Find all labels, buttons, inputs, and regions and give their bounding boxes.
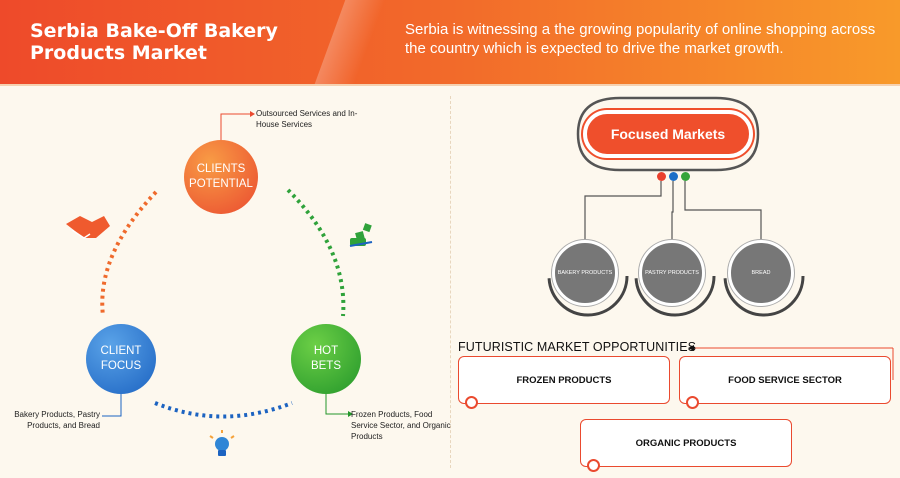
connector-potential xyxy=(220,113,250,140)
arc-orange xyxy=(100,190,158,317)
ring-marker xyxy=(587,459,600,472)
header-rule xyxy=(0,84,900,86)
arc-blue xyxy=(154,401,293,419)
focused-markets-title: Focused Markets xyxy=(583,110,753,158)
clients-potential-note: Outsourced Services and In-House Service… xyxy=(256,109,358,129)
connector-dot-red xyxy=(657,172,666,181)
client-focus-line2: FOCUS xyxy=(100,360,142,372)
client-focus-circle: CLIENT FOCUS xyxy=(86,324,156,394)
connector-dot-blue xyxy=(669,172,678,181)
arc-green xyxy=(286,188,346,317)
header-headline: Serbia is witnessing a the growing popul… xyxy=(405,21,876,57)
ring-marker xyxy=(686,396,699,409)
money-hand-icon xyxy=(349,223,373,247)
connector-focus xyxy=(102,394,122,417)
header-banner: Serbia Bake-Off Bakery Products Market S… xyxy=(0,0,900,84)
focused-frame xyxy=(576,96,760,172)
tree-connectors xyxy=(584,181,762,240)
opportunity-label: FOOD SERVICE SECTOR xyxy=(728,374,842,386)
market-pastry-products: PASTRY PRODUCTS xyxy=(639,240,705,306)
opportunity-organic-products: ORGANIC PRODUCTS xyxy=(580,419,792,472)
hot-bets-circle: HOT BETS xyxy=(291,324,361,394)
hot-bets-note: Frozen Products, Food Service Sector, an… xyxy=(351,410,451,441)
hot-bets-line2: BETS xyxy=(310,360,342,372)
clients-potential-line2: POTENTIAL xyxy=(189,178,253,190)
section-divider xyxy=(450,96,451,468)
hot-bets-line1: HOT xyxy=(313,345,339,357)
connector-dot-green xyxy=(681,172,690,181)
ring-marker xyxy=(465,396,478,409)
clients-potential-circle: CLIENTS POTENTIAL xyxy=(184,140,258,214)
client-focus-line1: CLIENT xyxy=(100,345,142,357)
market-bread: BREAD xyxy=(728,240,794,306)
connector-hot xyxy=(325,394,348,415)
opportunity-label: FROZEN PRODUCTS xyxy=(516,374,612,386)
opportunity-label: ORGANIC PRODUCTS xyxy=(635,437,737,449)
page-title: Serbia Bake-Off Bakery Products Market xyxy=(30,20,278,64)
market-bakery-products: BAKERY PRODUCTS xyxy=(552,240,618,306)
opportunities-title: FUTURISTIC MARKET OPPORTUNITIES xyxy=(458,340,697,354)
client-focus-note: Bakery Products, Pastry Products, and Br… xyxy=(14,410,100,430)
lightbulb-icon xyxy=(209,430,235,456)
opportunity-food-service-sector: FOOD SERVICE SECTOR xyxy=(679,356,891,409)
handshake-icon xyxy=(66,216,110,239)
opportunity-frozen-products: FROZEN PRODUCTS xyxy=(458,356,670,409)
clients-potential-line1: CLIENTS xyxy=(196,163,246,175)
